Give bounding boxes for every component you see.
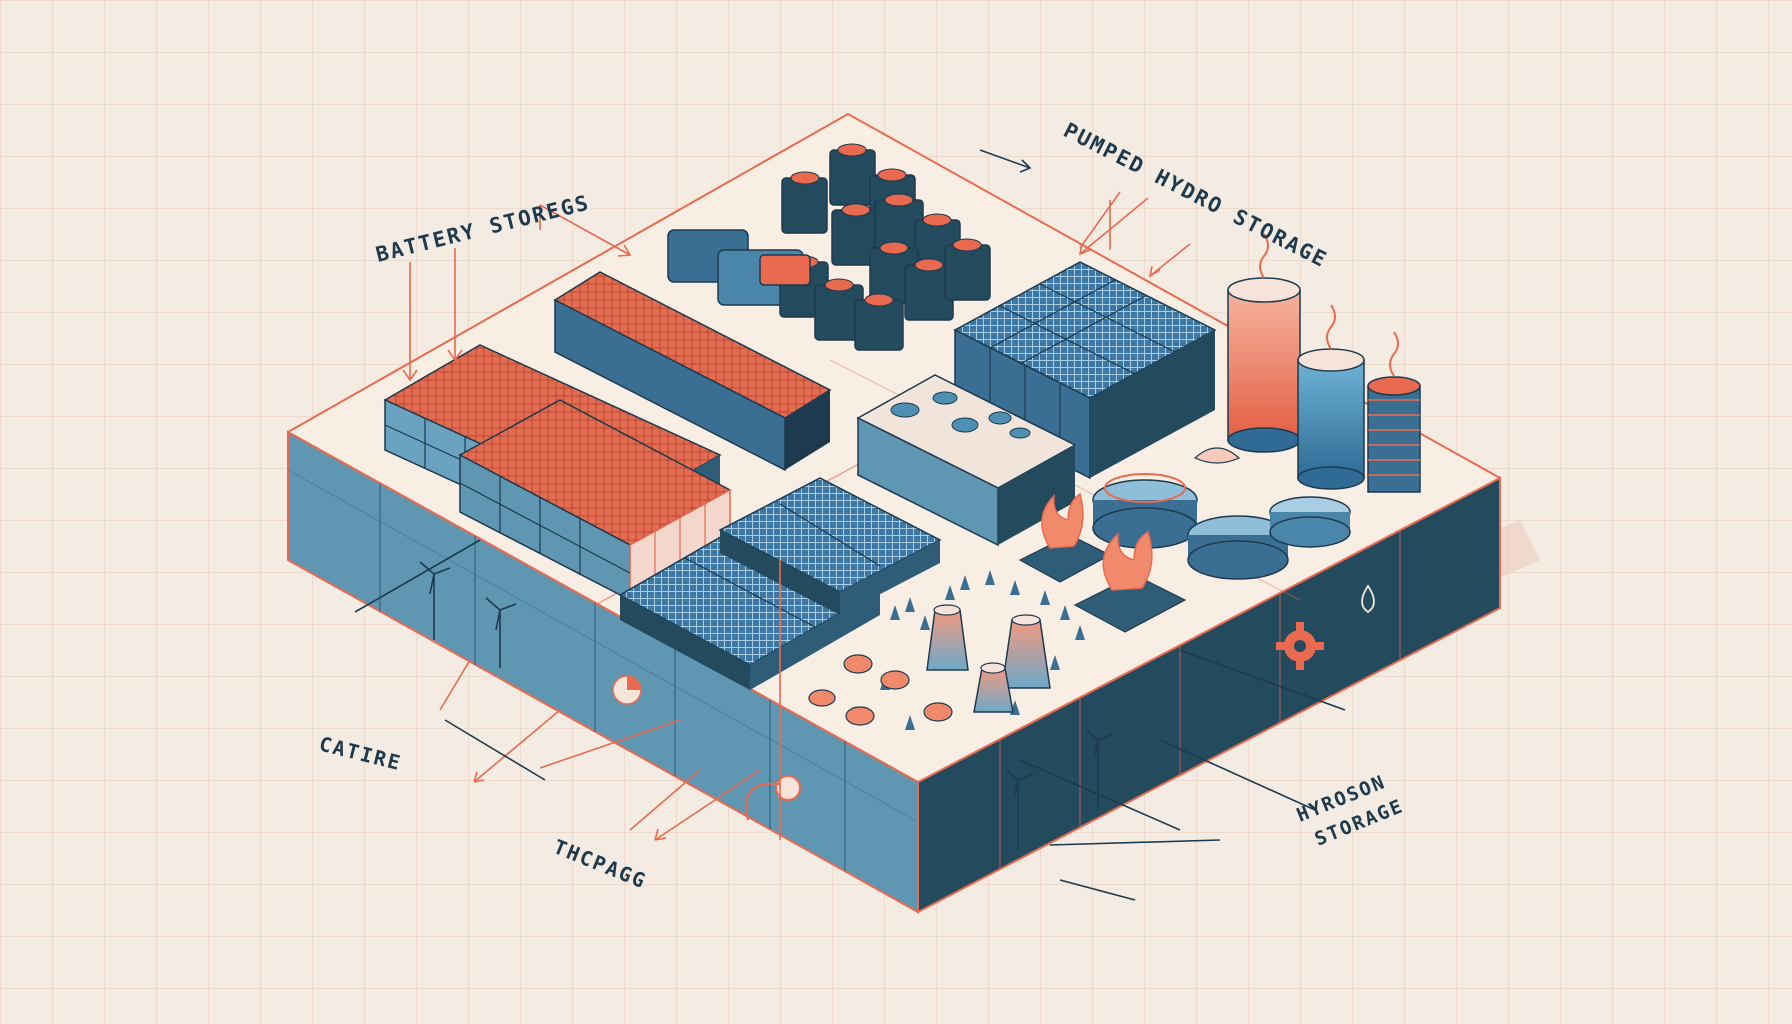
pie-chart-icon — [613, 676, 641, 704]
